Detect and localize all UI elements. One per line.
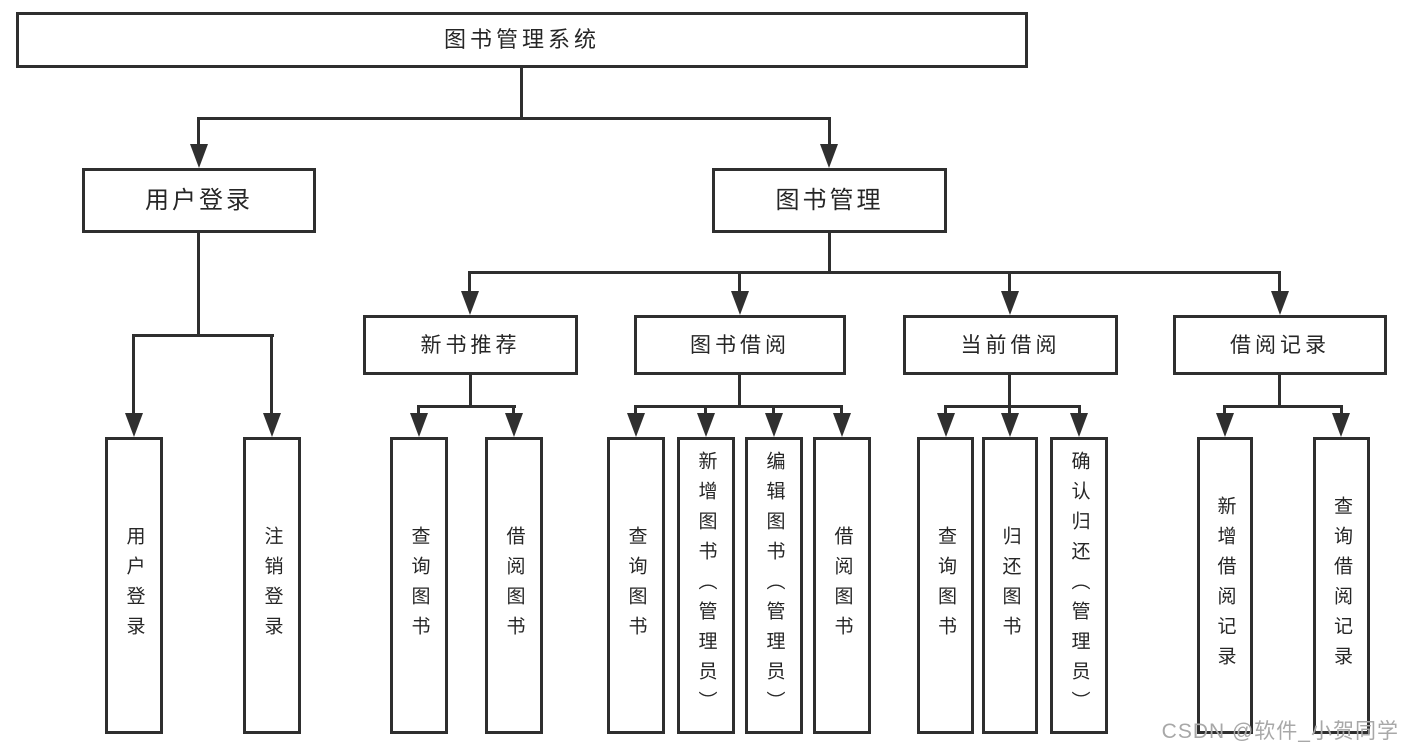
connector-line: [197, 232, 200, 337]
leaf-logout: 注销登录: [243, 437, 301, 734]
arrow-down-icon: [1001, 291, 1019, 315]
node-label: 借阅图书: [503, 525, 525, 646]
connector-line: [944, 405, 1081, 408]
connector-line: [634, 405, 843, 408]
node-book-management: 图书管理: [712, 168, 947, 233]
node-label: 当前借阅: [960, 333, 1061, 357]
node-label: 图书管理: [775, 186, 884, 214]
connector-line: [512, 405, 515, 415]
leaf-borrow-edit-books: 编辑图书（管理员）: [745, 437, 803, 734]
leaf-current-confirm-return: 确认归还（管理员）: [1050, 437, 1108, 734]
node-label: 图书借阅: [690, 333, 790, 357]
connector-line: [840, 405, 843, 415]
connector-line: [944, 405, 947, 415]
arrow-down-icon: [937, 413, 955, 437]
connector-line: [1278, 374, 1281, 408]
node-new-book-recommend: 新书推荐: [363, 315, 578, 375]
arrow-down-icon: [1332, 413, 1350, 437]
arrow-down-icon: [820, 144, 838, 168]
connector-line: [417, 405, 516, 408]
connector-line: [828, 117, 831, 147]
node-label: 图书管理系统: [443, 27, 600, 52]
node-label: 编辑图书（管理员）: [763, 450, 785, 721]
connector-line: [520, 67, 523, 118]
leaf-borrow-add-books: 新增图书（管理员）: [677, 437, 735, 734]
connector-line: [197, 117, 200, 147]
node-user-login: 用户登录: [82, 168, 316, 233]
connector-line: [738, 374, 741, 408]
arrow-down-icon: [505, 413, 523, 437]
connector-line: [1223, 405, 1226, 415]
connector-line: [468, 271, 471, 293]
node-label: 注销登录: [261, 525, 283, 646]
arrow-down-icon: [410, 413, 428, 437]
arrow-down-icon: [263, 413, 281, 437]
leaf-recommend-query-books: 查询图书: [390, 437, 448, 734]
arrow-down-icon: [1070, 413, 1088, 437]
leaf-current-query-books: 查询图书: [917, 437, 974, 734]
arrow-down-icon: [627, 413, 645, 437]
connector-line: [197, 117, 831, 120]
connector-line: [772, 405, 775, 415]
connector-line: [1008, 374, 1011, 408]
connector-line: [1278, 271, 1281, 293]
connector-line: [132, 334, 274, 337]
leaf-current-return-books: 归还图书: [982, 437, 1038, 734]
node-label: 新增借阅记录: [1214, 495, 1236, 676]
node-label: 借阅图书: [831, 525, 853, 646]
arrow-down-icon: [1216, 413, 1234, 437]
connector-line: [828, 232, 831, 274]
arrow-down-icon: [125, 413, 143, 437]
node-label: 查询图书: [625, 525, 647, 646]
leaf-borrow-query-books: 查询图书: [607, 437, 665, 734]
connector-line: [1078, 405, 1081, 415]
connector-line: [1223, 405, 1343, 408]
node-label: 查询图书: [408, 525, 430, 646]
connector-line: [132, 334, 135, 415]
leaf-borrow-borrow-books: 借阅图书: [813, 437, 871, 734]
watermark: CSDN @软件_小贺同学: [1161, 720, 1399, 743]
arrow-down-icon: [697, 413, 715, 437]
connector-line: [634, 405, 637, 415]
arrow-down-icon: [1001, 413, 1019, 437]
leaf-user-login: 用户登录: [105, 437, 163, 734]
arrow-down-icon: [190, 144, 208, 168]
connector-line: [469, 374, 472, 408]
arrow-down-icon: [765, 413, 783, 437]
node-current-borrow: 当前借阅: [903, 315, 1118, 375]
connector-line: [1008, 271, 1011, 293]
node-label: 确认归还（管理员）: [1068, 450, 1090, 721]
node-label: 新书推荐: [420, 333, 521, 357]
arrow-down-icon: [461, 291, 479, 315]
leaf-record-add: 新增借阅记录: [1197, 437, 1253, 734]
connector-line: [738, 271, 741, 293]
node-borrow-record: 借阅记录: [1173, 315, 1387, 375]
arrow-down-icon: [731, 291, 749, 315]
node-label: 借阅记录: [1230, 333, 1330, 357]
node-label: 新增图书（管理员）: [695, 450, 717, 721]
connector-line: [468, 271, 1281, 274]
connector-line: [1008, 405, 1011, 415]
node-book-borrow: 图书借阅: [634, 315, 846, 375]
connector-line: [417, 405, 420, 415]
connector-line: [1340, 405, 1343, 415]
leaf-record-query: 查询借阅记录: [1313, 437, 1370, 734]
node-label: 查询图书: [935, 525, 956, 646]
connector-line: [270, 334, 273, 415]
connector-line: [704, 405, 707, 415]
arrow-down-icon: [833, 413, 851, 437]
arrow-down-icon: [1271, 291, 1289, 315]
node-library-management-system: 图书管理系统: [16, 12, 1028, 68]
node-label: 用户登录: [123, 525, 145, 646]
node-label: 归还图书: [999, 525, 1021, 646]
leaf-recommend-borrow-books: 借阅图书: [485, 437, 543, 734]
node-label: 查询借阅记录: [1331, 495, 1352, 676]
node-label: 用户登录: [145, 186, 253, 214]
